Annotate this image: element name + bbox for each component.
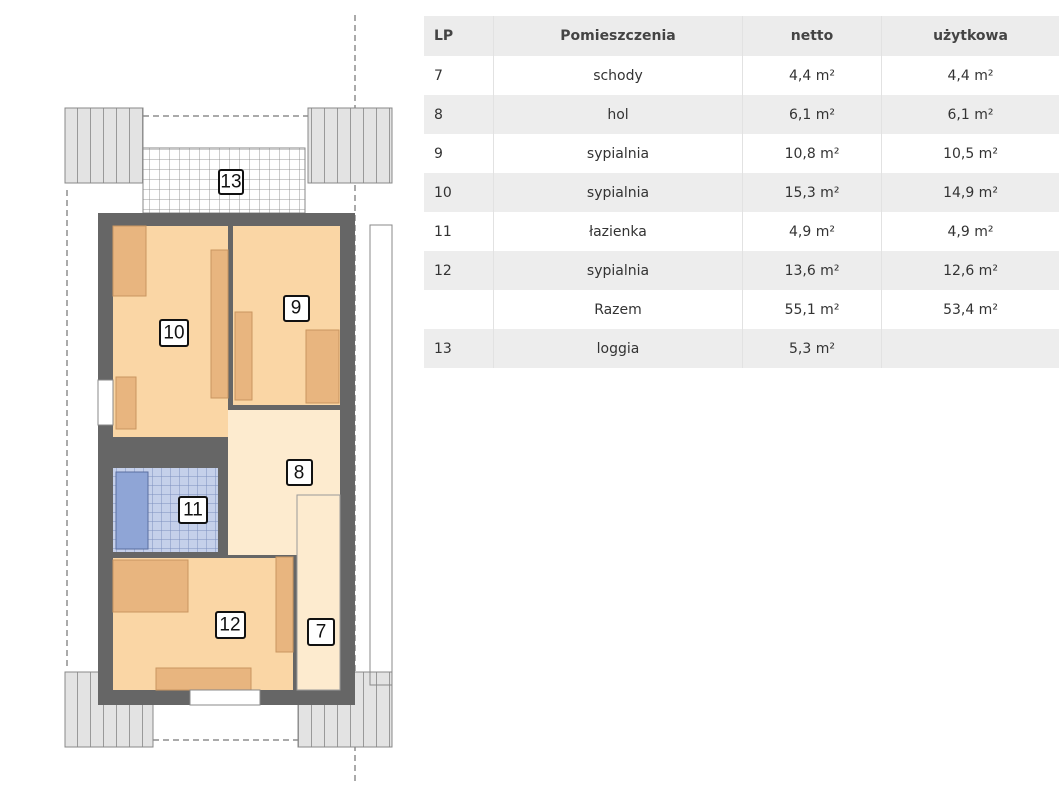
room-label-13: 13 bbox=[220, 172, 241, 193]
cell-lp: 8 bbox=[424, 95, 494, 134]
cell-usable: 12,6 m² bbox=[881, 251, 1059, 290]
cell-usable: 4,4 m² bbox=[947, 67, 994, 84]
header-netto: netto bbox=[742, 16, 882, 56]
cell-netto: 5,3 m² bbox=[742, 329, 882, 368]
cell-usable bbox=[881, 329, 1059, 368]
cell-room: loggia bbox=[493, 329, 743, 368]
cell-room: sypialnia bbox=[493, 251, 743, 290]
cell-room: łazienka bbox=[493, 212, 743, 251]
cell-lp: 10 bbox=[424, 173, 494, 212]
cell-netto: 10,8 m² bbox=[742, 134, 882, 173]
cell-netto: 15,3 m² bbox=[742, 173, 882, 212]
cell-usable: 53,4 m² bbox=[943, 301, 998, 318]
cell-netto: 6,1 m² bbox=[742, 95, 882, 134]
header-usable: użytkowa bbox=[881, 16, 1059, 56]
cell-room: sypialnia bbox=[493, 173, 743, 212]
header-lp: LP bbox=[424, 16, 494, 56]
room-label-10: 10 bbox=[163, 323, 184, 344]
room-label-9: 9 bbox=[291, 298, 302, 319]
cell-lp: 12 bbox=[424, 251, 494, 290]
cell-usable: 6,1 m² bbox=[881, 95, 1059, 134]
cell-lp: 7 bbox=[424, 56, 494, 95]
cell-room: sypialnia bbox=[493, 134, 743, 173]
cell-netto: 55,1 m² bbox=[742, 290, 882, 329]
cell-netto: 13,6 m² bbox=[742, 251, 882, 290]
room-labels: 13 10 9 8 11 12 7 bbox=[159, 169, 335, 646]
cell-usable: 4,9 m² bbox=[947, 223, 994, 240]
cell-lp: 13 bbox=[424, 329, 494, 368]
cell-lp bbox=[424, 290, 494, 329]
room-label-7: 7 bbox=[316, 622, 327, 643]
room-label-11: 11 bbox=[183, 500, 203, 521]
cell-room: hol bbox=[493, 95, 743, 134]
cell-room: schody bbox=[493, 56, 743, 95]
cell-lp: 11 bbox=[424, 212, 494, 251]
cell-usable: 10,5 m² bbox=[943, 145, 998, 162]
cell-netto: 4,4 m² bbox=[742, 56, 882, 95]
cell-lp: 9 bbox=[424, 134, 494, 173]
rooms bbox=[97, 225, 341, 706]
cell-usable: 14,9 m² bbox=[881, 173, 1059, 212]
cell-room: Razem bbox=[493, 290, 743, 329]
table-header: LP Pomieszczenia netto użytkowa bbox=[424, 16, 1059, 56]
room-label-8: 8 bbox=[294, 463, 305, 484]
room-label-12: 12 bbox=[219, 615, 240, 636]
floor-plan: 13 10 9 8 11 12 7 bbox=[64, 15, 393, 785]
header-room: Pomieszczenia bbox=[493, 16, 743, 56]
cell-netto: 4,9 m² bbox=[742, 212, 882, 251]
